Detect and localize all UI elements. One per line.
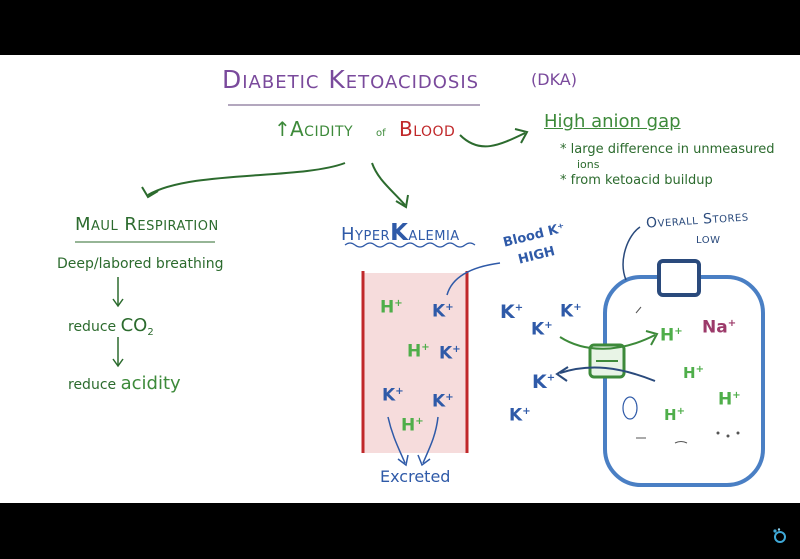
diagram-title-abbr: (DKA) <box>531 70 577 89</box>
respiration-step-2: reduce CO2 <box>68 315 154 338</box>
osmosis-logo-icon <box>773 528 786 543</box>
arrow-to-respiration <box>147 162 346 196</box>
overall-stores-low-label: low <box>696 231 721 247</box>
vessel-h-ion: H+ <box>401 415 424 436</box>
membrane-channel <box>657 259 701 297</box>
anion-gap-bullet-2: * from ketoacid buildup <box>560 173 713 188</box>
intracellular-na-ion: Na+ <box>702 317 737 338</box>
anion-gap-bullet-1: * large difference in unmeasured <box>560 142 775 157</box>
respiration-step-1: Deep/labored breathing <box>57 256 224 272</box>
letterbox-top <box>0 0 800 55</box>
respiration-heading: Maul Respiration <box>75 214 219 235</box>
vessel-k-ion: K+ <box>382 385 404 406</box>
arrow-to-hyperkalemia <box>371 162 406 206</box>
extracellular-k-ion: K+ <box>509 405 531 426</box>
vessel-k-ion: K+ <box>432 391 454 412</box>
wavy-underline <box>344 242 476 248</box>
extracellular-k-ion: K+ <box>531 319 553 340</box>
up-arrow-icon: ↑ <box>274 117 292 141</box>
excreted-label: Excreted <box>380 467 451 486</box>
vessel-k-ion: K+ <box>439 343 461 364</box>
intracellular-h-ion: H+ <box>683 364 704 382</box>
anion-gap-bullet-1-cont: ions <box>577 158 600 171</box>
blood-label: Blood <box>399 117 456 141</box>
extracellular-k-ion: K+ <box>560 301 582 322</box>
extracellular-k-ion: K+ <box>532 371 556 393</box>
vessel-k-ion: K+ <box>432 301 454 322</box>
intracellular-h-ion: H+ <box>718 389 741 410</box>
blood-k-pointer <box>446 262 501 296</box>
diagram-drawing <box>75 104 765 487</box>
of-label: of <box>376 128 386 139</box>
vessel-lumen <box>363 273 467 453</box>
vessel-h-ion: H+ <box>407 341 430 362</box>
whiteboard: Diabetic Ketoacidosis (DKA) ↑ Acidity of… <box>0 55 800 503</box>
extracellular-k-ion: K+ <box>500 301 524 323</box>
diagram-title: Diabetic Ketoacidosis <box>222 65 480 94</box>
vessel-h-ion: H+ <box>380 297 403 318</box>
anion-gap-heading: High anion gap <box>544 111 681 132</box>
intracellular-h-ion: H+ <box>664 406 685 424</box>
acidity-label: Acidity <box>290 117 354 141</box>
arrow-to-anion-gap <box>459 132 526 148</box>
intracellular-h-ion: H+ <box>660 325 683 346</box>
letterbox-bottom <box>0 503 800 559</box>
hyperkalemia-heading: HyperKalemia <box>341 220 460 246</box>
respiration-step-3: reduce acidity <box>68 373 181 394</box>
